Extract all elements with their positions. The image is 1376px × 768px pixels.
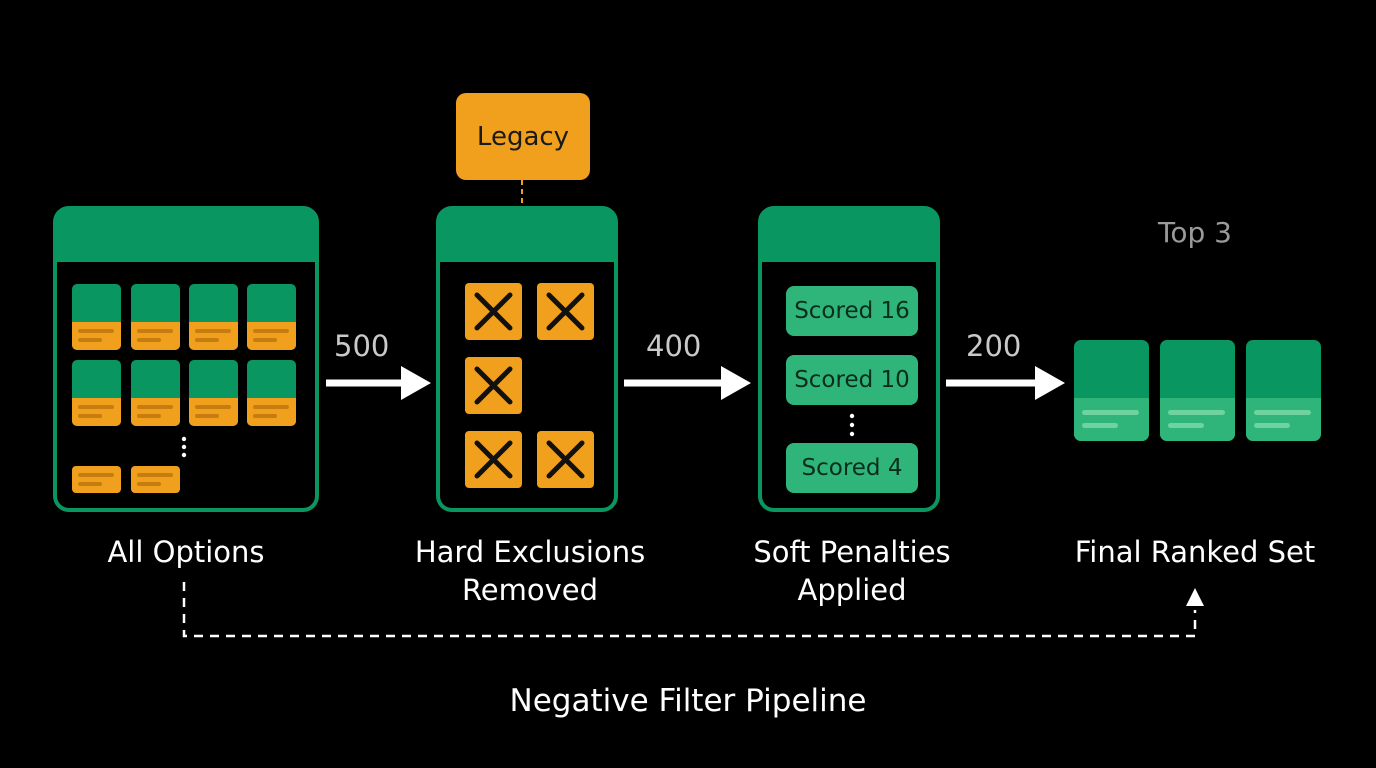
soft-penalties-panel bbox=[758, 206, 940, 512]
count-200: 200 bbox=[966, 329, 1022, 363]
legacy-tag-label: Legacy bbox=[476, 122, 570, 152]
option-card bbox=[72, 466, 121, 493]
stage-label-final-ranked-set: Final Ranked Set bbox=[1074, 535, 1316, 569]
excluded-x-icon bbox=[465, 357, 522, 414]
vertical-ellipsis-icon bbox=[181, 436, 187, 458]
option-cards-row-3 bbox=[72, 466, 180, 493]
option-card bbox=[131, 360, 180, 426]
top-3-heading: Top 3 bbox=[1158, 216, 1232, 249]
score-pill bbox=[786, 286, 918, 336]
option-card bbox=[247, 284, 296, 350]
excluded-x-icon bbox=[537, 431, 594, 488]
score-label-16: Scored 16 bbox=[794, 298, 910, 324]
ranked-card bbox=[1074, 340, 1149, 441]
option-card bbox=[189, 360, 238, 426]
stage-label-hard-exclusions-line2: Removed bbox=[461, 573, 599, 607]
stage-label-soft-penalties-line1: Soft Penalties bbox=[753, 535, 951, 569]
excluded-x-icon bbox=[465, 431, 522, 488]
option-card bbox=[247, 360, 296, 426]
feedback-loop bbox=[182, 582, 1204, 638]
stage-label-hard-exclusions-line1: Hard Exclusions bbox=[414, 535, 646, 569]
vertical-ellipsis-icon bbox=[849, 413, 855, 437]
stage-label-all-options: All Options bbox=[107, 535, 265, 569]
option-cards-row-1 bbox=[72, 284, 296, 350]
ranked-card bbox=[1160, 340, 1235, 441]
option-card bbox=[72, 284, 121, 350]
count-500: 500 bbox=[334, 329, 390, 363]
ranked-card bbox=[1246, 340, 1321, 441]
flow-arrow-2 bbox=[624, 366, 751, 400]
excluded-x-icon bbox=[537, 283, 594, 340]
final-ranked-cards bbox=[1074, 340, 1321, 441]
score-pill bbox=[786, 355, 918, 405]
option-card bbox=[189, 284, 238, 350]
option-card bbox=[131, 284, 180, 350]
excluded-x-icon bbox=[465, 283, 522, 340]
score-pill bbox=[786, 443, 918, 493]
count-400: 400 bbox=[646, 329, 702, 363]
score-label-4: Scored 4 bbox=[801, 455, 903, 481]
legacy-tag bbox=[456, 93, 590, 180]
score-label-10: Scored 10 bbox=[794, 367, 910, 393]
stage-label-soft-penalties-line2: Applied bbox=[797, 573, 907, 607]
hard-exclusions-panel bbox=[436, 206, 618, 512]
flow-arrow-3 bbox=[946, 366, 1065, 400]
all-options-panel bbox=[53, 206, 319, 512]
flow-arrow-1 bbox=[326, 366, 431, 400]
option-card bbox=[72, 360, 121, 426]
diagram-title: Negative Filter Pipeline bbox=[509, 683, 867, 719]
option-cards-row-2 bbox=[72, 360, 296, 426]
option-card bbox=[131, 466, 180, 493]
